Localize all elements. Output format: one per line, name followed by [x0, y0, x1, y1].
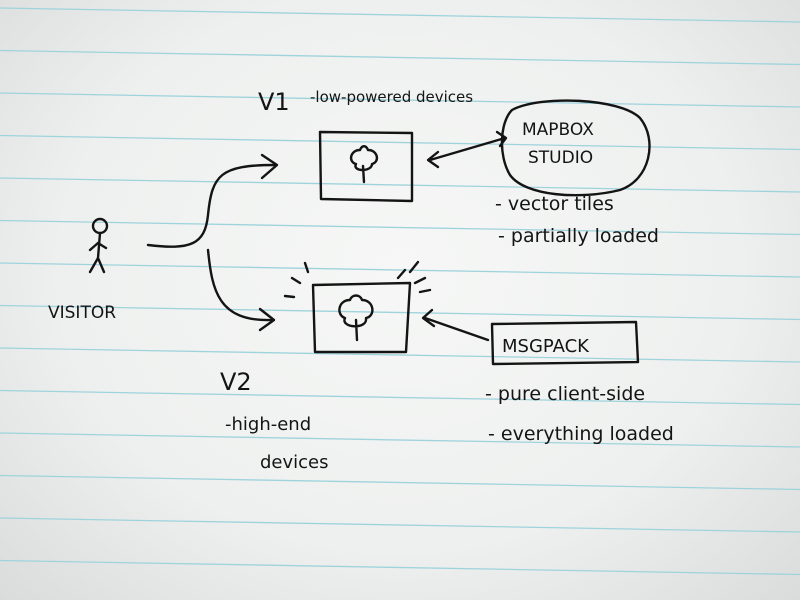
- paper-rule-line: [0, 7, 800, 23]
- paper-rule-line: [0, 432, 800, 448]
- mapbox-double-arrow: [426, 130, 508, 169]
- paper-rule-line: [0, 517, 800, 533]
- visitor-label: VISITOR: [48, 303, 116, 323]
- paper-rule-line: [0, 389, 800, 406]
- paper-rule-line: [0, 92, 800, 108]
- msgpack-node: MSGPACK: [490, 320, 640, 366]
- v2-map-screen-icon: [283, 260, 432, 354]
- mapbox-label-line2: STUDIO: [528, 148, 593, 168]
- v1-description: -low-powered devices: [310, 88, 473, 106]
- msgpack-note-1: - pure client-side: [485, 383, 645, 405]
- paper-rule-line: [0, 559, 800, 576]
- msgpack-arrow: [421, 308, 490, 342]
- msgpack-note-2: - everything loaded: [488, 423, 674, 445]
- v2-title: V2: [220, 368, 252, 396]
- paper-rule-line: [0, 177, 800, 193]
- v1-map-screen-icon: [318, 130, 414, 203]
- paper-rule-line: [0, 262, 800, 278]
- mapbox-label-line1: MAPBOX: [522, 120, 594, 140]
- mapbox-studio-node: MAPBOX STUDIO: [500, 99, 651, 197]
- branch-arrows: [146, 153, 279, 332]
- paper-rule-line: [0, 134, 800, 151]
- paper-rule-line: [0, 347, 800, 363]
- v2-description-line1: -high-end: [225, 414, 311, 435]
- mapbox-note-2: - partially loaded: [498, 225, 659, 247]
- v2-description-line2: devices: [260, 452, 329, 473]
- paper-rules: [0, 7, 800, 576]
- paper-rule-line: [0, 49, 800, 66]
- visitor-figure-icon: [88, 217, 109, 274]
- paper-rule-line: [0, 304, 800, 321]
- msgpack-label: MSGPACK: [502, 336, 590, 357]
- paper-rule-line: [0, 474, 800, 491]
- v1-title: V1: [258, 88, 290, 116]
- paper-rule-line: [0, 219, 800, 236]
- mapbox-note-1: - vector tiles: [495, 193, 614, 215]
